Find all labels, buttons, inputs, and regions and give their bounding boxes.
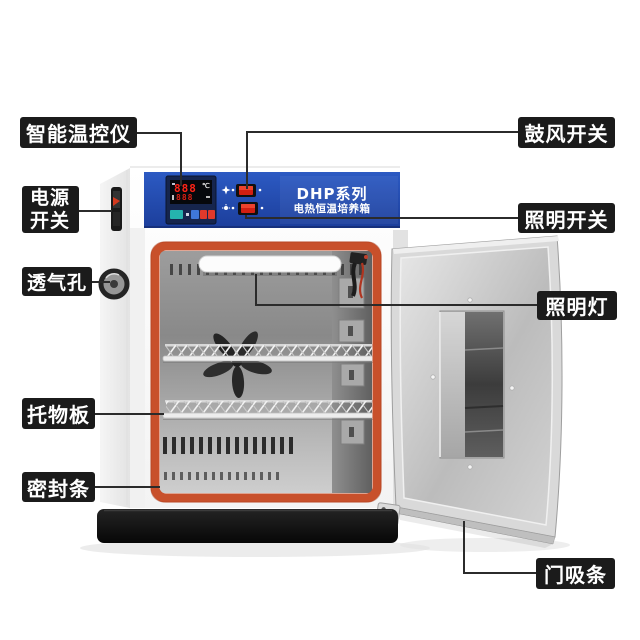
door-seal-outline bbox=[150, 241, 382, 503]
light-switch bbox=[222, 202, 264, 215]
cabinet-left-side bbox=[100, 168, 130, 508]
callout-light-switch: 照明开关 bbox=[518, 203, 615, 233]
wire-shelf-lower bbox=[162, 400, 376, 420]
line-door-magnet-strip bbox=[463, 521, 536, 574]
door-latch-wires bbox=[349, 252, 368, 299]
callout-blower-switch: 鼓风开关 bbox=[518, 117, 615, 148]
door-handle-recess bbox=[439, 310, 505, 459]
door-rivets bbox=[430, 297, 515, 470]
set-display: 888 bbox=[176, 193, 194, 202]
line-light-switch bbox=[245, 215, 518, 219]
temp-unit: ℃ bbox=[202, 182, 211, 190]
temperature-controller bbox=[165, 175, 217, 225]
chamber-interior bbox=[160, 251, 376, 493]
callout-lines bbox=[79, 131, 537, 574]
fan-icon bbox=[221, 185, 231, 195]
controller-buttons bbox=[170, 210, 215, 219]
callout-power-switch: 电源 开关 bbox=[22, 186, 79, 233]
bottom-vent-slots bbox=[163, 437, 293, 454]
callout-seal-strip: 密封条 bbox=[22, 472, 95, 502]
interior-lamp-tube bbox=[198, 255, 342, 276]
floor-vent-slots bbox=[164, 472, 279, 480]
wire-shelf-upper bbox=[162, 344, 376, 363]
door-seal-gasket bbox=[150, 241, 382, 503]
door-top-edge bbox=[393, 236, 559, 254]
lamp-icon bbox=[222, 204, 230, 210]
vent-hole bbox=[98, 268, 130, 300]
panel-subtitle: 电热恒温培养箱 bbox=[293, 203, 371, 215]
line-blower-switch bbox=[246, 131, 518, 189]
callout-vent-hole: 透气孔 bbox=[22, 267, 92, 296]
floor-shadow bbox=[80, 538, 570, 557]
callout-shelf-board: 托物板 bbox=[22, 398, 95, 429]
machine-base bbox=[97, 509, 398, 543]
callout-smart-controller: 智能温控仪 bbox=[20, 117, 137, 148]
power-switch bbox=[111, 187, 122, 231]
callout-lamp: 照明灯 bbox=[537, 291, 617, 320]
interior-right-wall bbox=[332, 251, 372, 493]
panel-series-title: DHP系列 bbox=[296, 185, 368, 203]
callout-door-magnet-strip: 门吸条 bbox=[536, 558, 615, 589]
line-smart-controller bbox=[137, 132, 182, 186]
open-door bbox=[390, 235, 563, 548]
line-lamp bbox=[255, 274, 537, 306]
temp-display: 888 bbox=[174, 182, 197, 195]
